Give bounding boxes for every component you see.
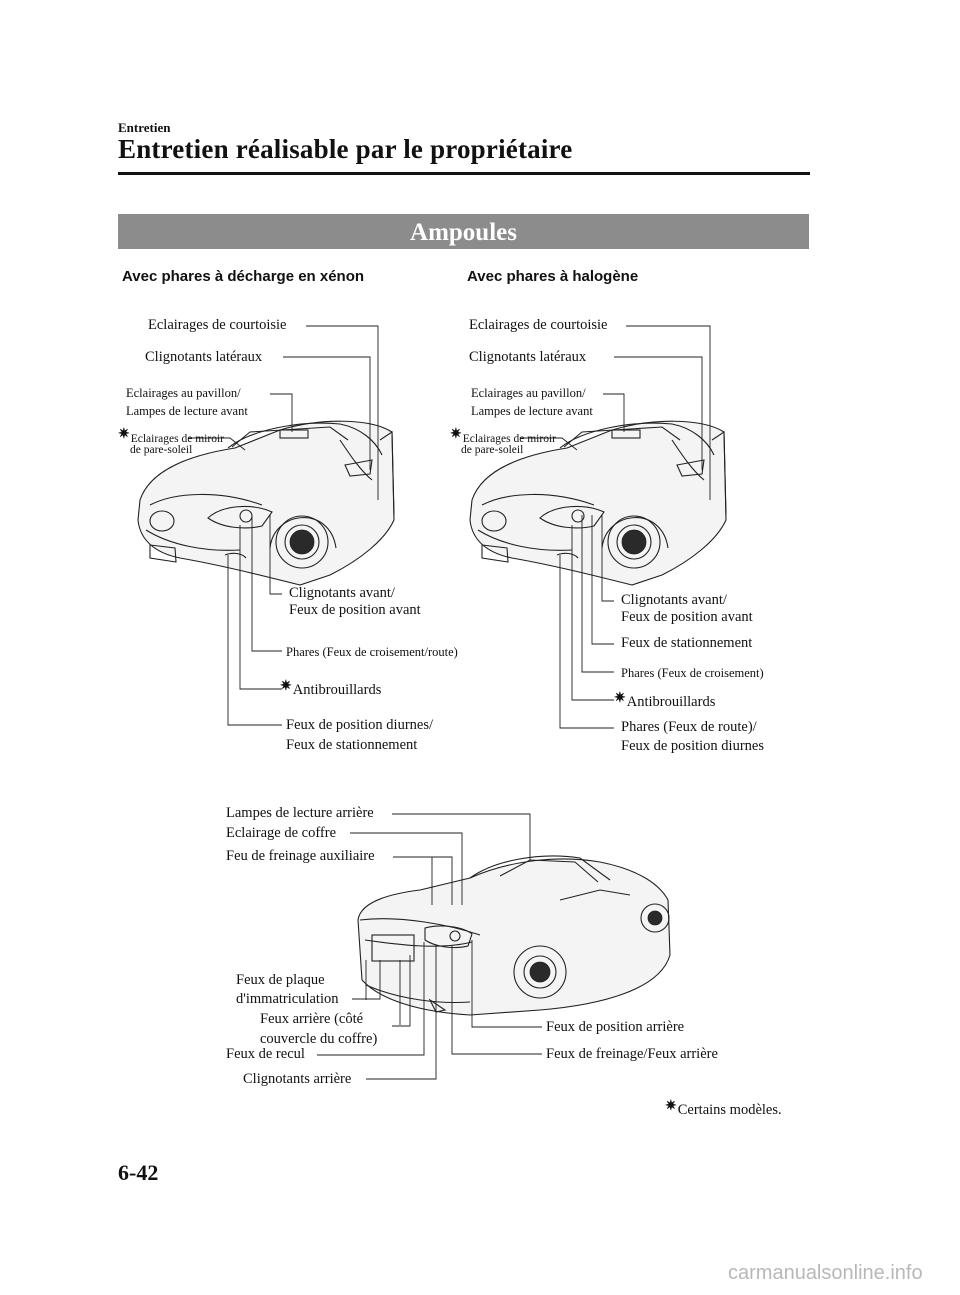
rear-label-trunk-lid-2: couvercle du coffre) (260, 1031, 378, 1047)
left-front-car (137, 420, 395, 586)
left-label-headlights: Phares (Feux de croisement/route) (286, 645, 458, 659)
right-label-parking: Feux de stationnement (621, 635, 753, 651)
right-label-high-beam-2: Feux de position diurnes (621, 738, 764, 754)
footnote-star-icon: ✷ (450, 427, 462, 442)
left-label-courtesy: Eclairages de courtoisie (148, 317, 287, 333)
right-label-side-turn: Clignotants latéraux (469, 349, 587, 365)
rear-leader-lines (317, 813, 542, 1080)
rear-car (357, 855, 671, 1016)
left-label-side-turn: Clignotants latéraux (145, 349, 263, 365)
left-leader-lines (188, 325, 379, 726)
right-label-front-turn-1: Clignotants avant/ (621, 592, 727, 608)
footnote-star-icon: ✷ (614, 691, 626, 706)
title-rule (118, 172, 810, 175)
left-label-front-turn-2: Feux de position avant (289, 602, 421, 618)
rear-label-rear-turn: Clignotants arrière (243, 1071, 352, 1087)
rear-label-reading: Lampes de lecture arrière (226, 805, 374, 821)
left-diagram-heading: Avec phares à décharge en xénon (122, 268, 365, 285)
rear-label-high-brake: Feu de freinage auxiliaire (226, 848, 375, 864)
left-label-overhead-2: Lampes de lecture avant (126, 404, 248, 418)
left-label-front-turn-1: Clignotants avant/ (289, 585, 395, 601)
right-label-high-beam-1: Phares (Feux de route)/ (621, 719, 757, 735)
page-title: Entretien réalisable par le propriétaire (118, 134, 573, 164)
right-label-overhead-2: Lampes de lecture avant (471, 404, 593, 418)
rear-label-reverse: Feux de recul (226, 1046, 305, 1062)
right-diagram-heading: Avec phares à halogène (467, 268, 639, 285)
rear-label-trunk-lid-1: Feux arrière (côté (260, 1011, 364, 1027)
right-label-overhead-1: Eclairages au pavillon/ (471, 386, 586, 400)
left-label-vanity-2: de pare-soleil (130, 444, 193, 456)
footnote-star-icon: ✷ (118, 427, 130, 442)
left-label-overhead-1: Eclairages au pavillon/ (126, 386, 241, 400)
right-label-front-turn-2: Feux de position avant (621, 609, 753, 625)
right-label-vanity-2: de pare-soleil (461, 444, 524, 456)
right-label-fog: ✷Antibrouillards (614, 691, 716, 710)
right-label-low-beam: Phares (Feux de croisement) (621, 666, 764, 680)
rear-label-rear-position: Feux de position arrière (546, 1019, 685, 1035)
page-number: 6-42 (118, 1160, 159, 1185)
section-label: Entretien (118, 120, 171, 135)
left-label-vanity-1: ✷Eclairages de miroir (118, 427, 224, 446)
right-leader-lines (520, 325, 711, 729)
rear-label-trunk: Eclairage de coffre (226, 825, 337, 841)
rear-label-brake-tail: Feux de freinage/Feux arrière (546, 1046, 718, 1062)
right-front-car (469, 420, 727, 586)
left-label-drl-1: Feux de position diurnes/ (286, 717, 434, 733)
right-label-courtesy: Eclairages de courtoisie (469, 317, 608, 333)
watermark: carmanualsonline.info (728, 1262, 923, 1284)
footnote: ✷Certains modèles. (665, 1099, 782, 1118)
footnote-star-icon: ✷ (280, 679, 292, 694)
rear-label-plate-1: Feux de plaque (236, 972, 325, 988)
right-label-vanity-1: ✷Eclairages de miroir (450, 427, 556, 446)
left-label-drl-2: Feux de stationnement (286, 737, 418, 753)
rear-label-plate-2: d'immatriculation (236, 991, 339, 1007)
left-label-fog: ✷Antibrouillards (280, 679, 382, 698)
ampoules-banner: Ampoules (118, 214, 809, 249)
footnote-star-icon: ✷ (665, 1099, 677, 1114)
